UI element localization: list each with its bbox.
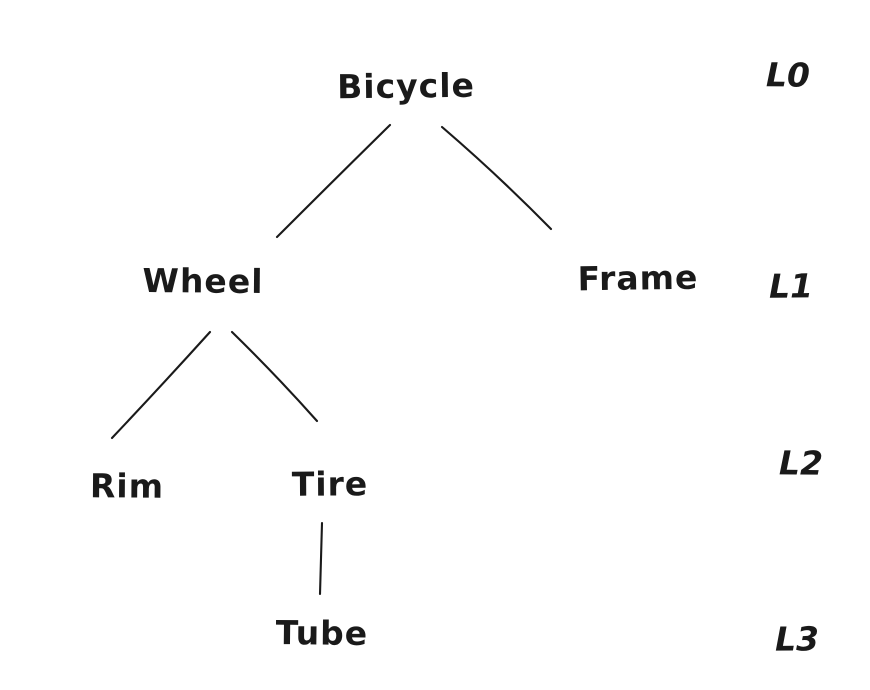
- level-label-l2: L2: [778, 443, 824, 483]
- level-label-l3: L3: [774, 619, 820, 659]
- level-label-l0: L0: [765, 55, 811, 95]
- edge-tire-tube: [318, 521, 324, 596]
- level-label-l1: L1: [768, 266, 814, 306]
- edge-bicycle-wheel: [275, 123, 392, 239]
- node-tire: Tire: [291, 464, 369, 504]
- node-bicycle: Bicycle: [336, 65, 476, 107]
- edge-wheel-tire: [230, 330, 319, 423]
- node-tube: Tube: [275, 613, 369, 653]
- node-rim: Rim: [89, 466, 165, 506]
- node-wheel: Wheel: [142, 260, 264, 302]
- edge-wheel-rim: [110, 330, 212, 440]
- node-frame: Frame: [577, 257, 699, 299]
- edge-bicycle-frame: [440, 125, 553, 231]
